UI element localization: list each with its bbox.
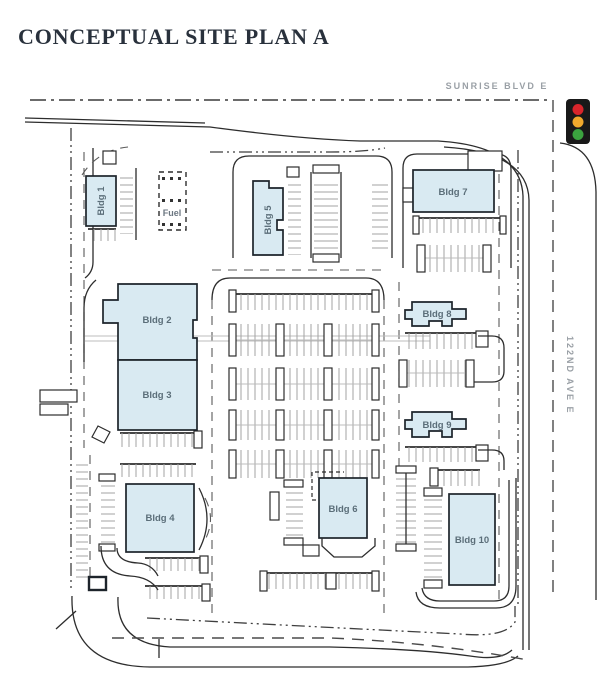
building-bldg-6: Bldg 6: [311, 471, 376, 558]
traffic-light-icon: [566, 99, 590, 144]
building-bldg-7: Bldg 7: [402, 150, 503, 213]
signal-red-light: [572, 104, 584, 115]
street-label-sunrise: SUNRISE BLVD E: [446, 81, 549, 91]
building-label: Bldg 2: [142, 315, 171, 326]
building-label: Bldg 8: [422, 309, 451, 320]
building-bldg-9: Bldg 9: [404, 411, 467, 438]
building-label: Bldg 4: [145, 513, 175, 524]
building-bldg-8: Bldg 8: [404, 301, 467, 327]
street-label-122nd: 122ND AVE E: [565, 336, 575, 415]
building-bldg-3: Bldg 3: [117, 359, 198, 431]
buildings: Bldg 1 Bldg 2 Bldg 3 Bldg 4 Bldg 5: [85, 150, 503, 586]
signal-green-light: [572, 129, 584, 140]
signal-amber-light: [572, 116, 584, 128]
building-label: Bldg 7: [438, 187, 467, 198]
building-bldg-2: Bldg 2: [102, 283, 198, 361]
building-label: Bldg 1: [96, 186, 107, 216]
fuel-station: Fuel: [158, 171, 187, 231]
building-label: Bldg 5: [263, 205, 274, 235]
building-label: Bldg 10: [455, 535, 489, 546]
building-bldg-5: Bldg 5: [252, 180, 284, 256]
building-bldg-1: Bldg 1: [85, 175, 117, 227]
street-labels: SUNRISE BLVD E 122ND AVE E: [446, 81, 575, 415]
building-label: Bldg 6: [328, 504, 357, 515]
page-title: CONCEPTUAL SITE PLAN A: [18, 24, 330, 49]
building-label: Bldg 3: [142, 390, 171, 401]
building-label: Bldg 9: [422, 420, 451, 431]
building-bldg-10: Bldg 10: [448, 493, 496, 586]
building-bldg-4: Bldg 4: [125, 483, 195, 553]
parking-areas: [39, 150, 517, 609]
fuel-label: Fuel: [163, 208, 182, 218]
